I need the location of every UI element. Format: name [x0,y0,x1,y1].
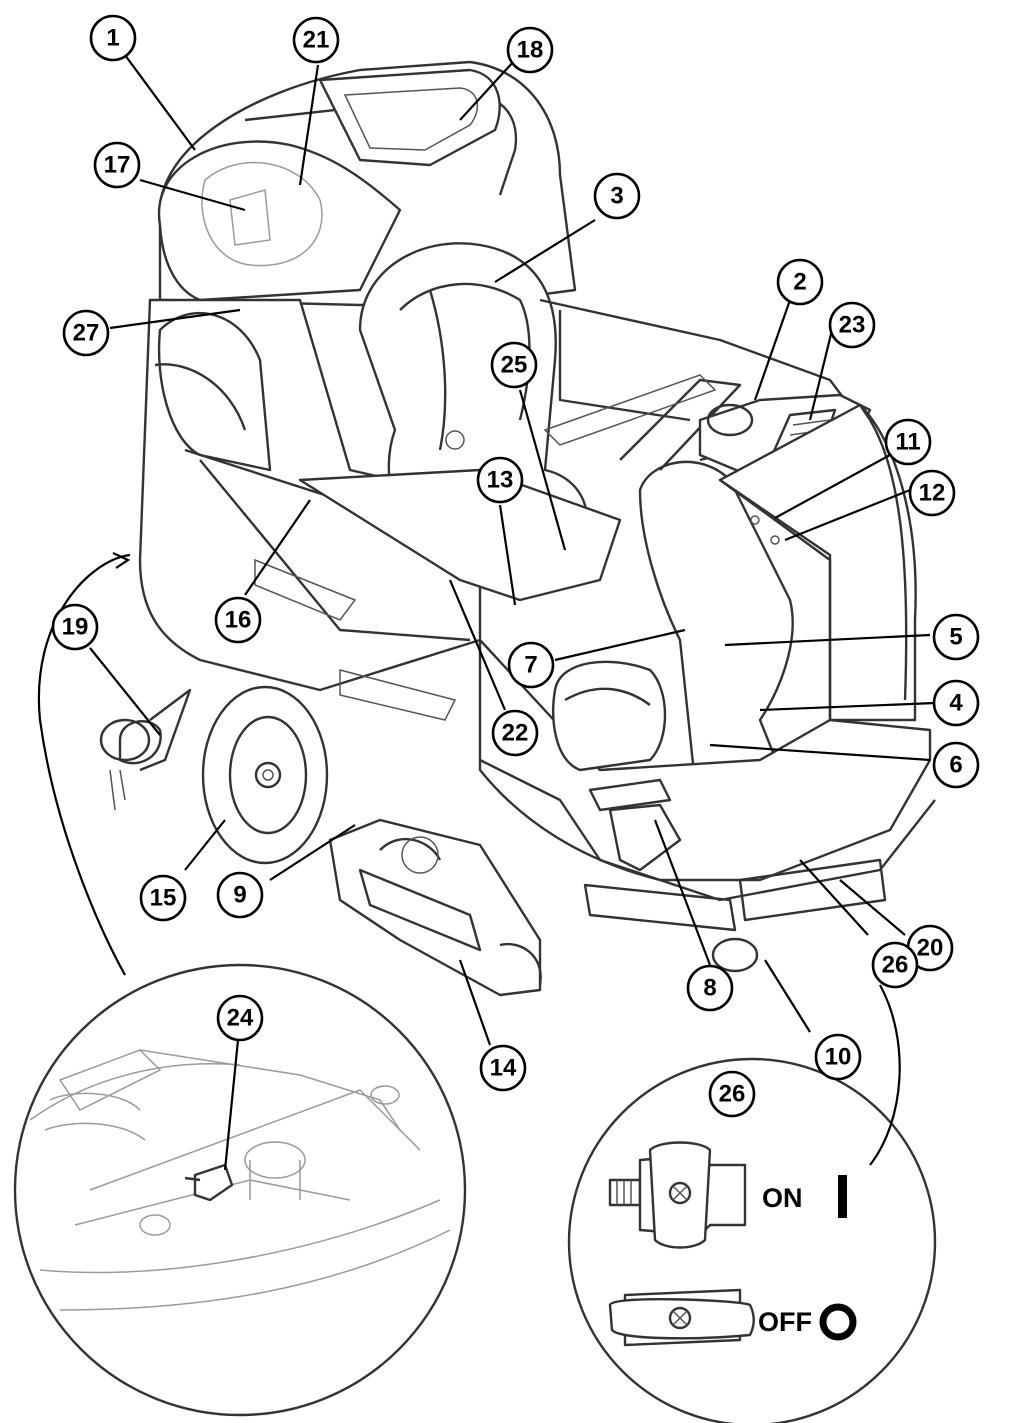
callout-15: 15 [139,874,187,922]
svg-text:16: 16 [225,607,252,634]
svg-text:26: 26 [719,1081,746,1108]
svg-text:14: 14 [490,1055,517,1082]
callout-13: 13 [476,456,524,504]
svg-text:10: 10 [825,1044,852,1071]
callout-23: 23 [828,301,876,349]
svg-text:15: 15 [150,885,177,912]
callout-9: 9 [216,871,264,919]
callout-25: 25 [490,341,538,389]
svg-text:6: 6 [949,752,962,779]
callout-4: 4 [932,679,980,727]
valve-off-label: OFF [758,1307,812,1337]
on-bar-icon [838,1175,847,1218]
svg-text:20: 20 [917,935,944,962]
svg-text:13: 13 [487,467,514,494]
svg-text:1: 1 [106,25,119,52]
svg-text:22: 22 [502,720,529,747]
squeegee-knob-detail [13,963,467,1417]
svg-text:5: 5 [949,624,962,651]
callout-11: 11 [884,418,932,466]
callout-8: 8 [686,964,734,1012]
callout-26: 26 [871,941,919,989]
callouts: 1 2 3 4 5 6 7 8 9 10 11 12 13 14 15 16 1… [51,14,980,1118]
callout-14: 14 [479,1044,527,1092]
callout-3: 3 [593,172,641,220]
svg-text:3: 3 [610,183,623,210]
svg-text:2: 2 [793,269,806,296]
off-circle-icon [819,1303,857,1341]
machine-illustration [99,60,936,997]
svg-text:21: 21 [303,27,330,54]
svg-text:25: 25 [501,352,528,379]
svg-text:18: 18 [517,37,544,64]
callout-2: 2 [776,258,824,306]
svg-text:19: 19 [62,614,89,641]
callout-19: 19 [51,603,99,651]
callout-12: 12 [908,469,956,517]
callout-22: 22 [491,709,539,757]
svg-text:26: 26 [882,952,909,979]
callout-20: 20 [906,924,954,972]
callout-24: 24 [216,994,264,1042]
svg-text:24: 24 [227,1005,254,1032]
svg-text:12: 12 [919,480,946,507]
callout-21: 21 [292,16,340,64]
svg-text:23: 23 [839,312,866,339]
svg-text:17: 17 [104,152,131,179]
svg-text:7: 7 [524,652,537,679]
valve-on-label: ON [762,1183,803,1213]
callout-5: 5 [932,613,980,661]
svg-text:11: 11 [895,429,920,456]
callout-26-detail: 26 [708,1070,756,1118]
callout-1: 1 [89,14,137,62]
leader-lines [37,54,936,1171]
callout-27: 27 [62,309,110,357]
callout-16: 16 [214,596,262,644]
valve-detail: ON OFF [567,1057,937,1423]
svg-text:9: 9 [233,882,246,909]
svg-text:4: 4 [949,690,963,717]
callout-18: 18 [506,26,554,74]
callout-7: 7 [507,641,555,689]
callout-10: 10 [814,1033,862,1081]
svg-text:8: 8 [703,975,716,1002]
ball-valve-icon [608,1288,755,1347]
callout-6: 6 [932,741,980,789]
callout-17: 17 [93,141,141,189]
svg-text:27: 27 [73,320,100,347]
ball-valve-icon [608,1141,747,1249]
